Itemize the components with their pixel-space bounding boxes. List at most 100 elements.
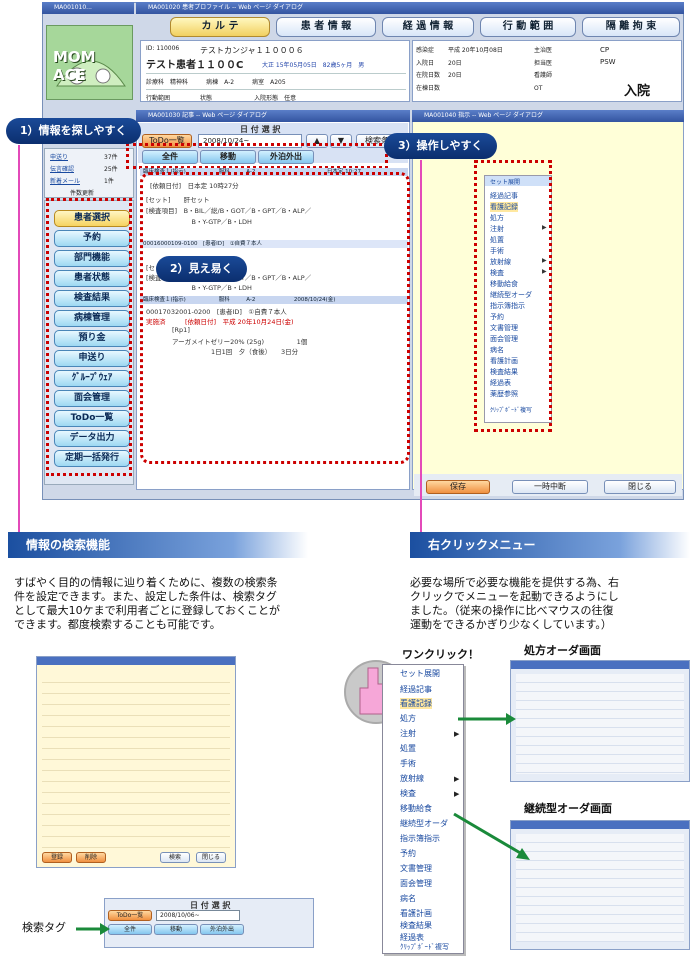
submenu-arrow-icon: ▶ bbox=[454, 775, 460, 783]
search-dialog-search-button[interactable]: 検索 bbox=[160, 852, 190, 863]
tab-karte[interactable]: カ ル テ bbox=[170, 17, 270, 37]
stats-box bbox=[44, 148, 134, 198]
patient-birth: 大正 15年05月05日 82歳5ヶ月 男 bbox=[262, 62, 365, 69]
callout-easy-to-see: 2）見え易く bbox=[156, 256, 247, 282]
ctx-instruction[interactable]: 指示簿指示 bbox=[490, 302, 525, 310]
big-ctx-injection[interactable]: 注射 bbox=[400, 729, 416, 738]
section-rightclick-title: 右クリックメニュー bbox=[410, 532, 690, 558]
big-ctx-visit[interactable]: 面会管理 bbox=[400, 879, 432, 888]
suspend-button[interactable]: 一時中断 bbox=[512, 480, 588, 494]
ctx-prescription[interactable]: 処方 bbox=[490, 214, 504, 222]
big-ctx-radiology[interactable]: 放射線 bbox=[400, 774, 424, 783]
search-dialog-register-button[interactable]: 登録 bbox=[42, 852, 72, 863]
big-ctx-treatment[interactable]: 処置 bbox=[400, 744, 416, 753]
filter-tab-outing[interactable]: 外泊外出 bbox=[258, 150, 314, 164]
ctx-disease[interactable]: 病名 bbox=[490, 346, 504, 354]
ctx-progress[interactable]: 経過記事 bbox=[490, 192, 518, 200]
big-ctx-continuous-order[interactable]: 継続型オーダ bbox=[400, 819, 448, 828]
big-ctx-test-results[interactable]: 検査結果 bbox=[400, 921, 432, 930]
ctx-document[interactable]: 文書管理 bbox=[490, 324, 518, 332]
admission-status: 入院 bbox=[624, 84, 651, 99]
label-admission-type: 入院形態 bbox=[254, 95, 279, 102]
ctx-continuous-order[interactable]: 継続型オーダ bbox=[490, 291, 532, 299]
stat-label-message[interactable]: 伝言確認 bbox=[50, 166, 75, 173]
big-ctx-nursing-plan[interactable]: 看護計画 bbox=[400, 909, 432, 918]
close-button[interactable]: 閉じる bbox=[604, 480, 676, 494]
tab-patient-info[interactable]: 患 者 情 報 bbox=[276, 17, 376, 37]
big-ctx-instruction[interactable]: 指示簿指示 bbox=[400, 834, 440, 843]
rightclick-text-3: ました。（従来の操作に比べマウスの往復 bbox=[410, 604, 614, 617]
logo: MOM ACE bbox=[46, 25, 133, 100]
ctx-reservation[interactable]: 予約 bbox=[490, 313, 504, 321]
label-nurse: 看護師 bbox=[534, 72, 553, 79]
continuous-screen-label: 継続型オーダ画面 bbox=[524, 802, 612, 815]
menu-visit-management[interactable]: 面会管理 bbox=[54, 390, 130, 407]
refresh-count-button[interactable]: 件数更新 bbox=[70, 190, 95, 197]
label-infection: 感染症 bbox=[416, 47, 435, 54]
label-admit-date: 入院日 bbox=[416, 59, 435, 67]
strip-date-input[interactable]: 2008/10/06~ bbox=[156, 910, 240, 921]
big-ctx-prescription[interactable]: 処方 bbox=[400, 714, 416, 723]
big-ctx-nursing[interactable]: 看護記録 bbox=[400, 698, 432, 709]
filter-tab-move[interactable]: 移動 bbox=[200, 150, 256, 164]
ctx-radiology[interactable]: 放射線 bbox=[490, 258, 511, 266]
patient-row-1: 診療科 精神科 病棟 A-2 病室 A205 bbox=[146, 73, 406, 86]
ctx-nursing-plan[interactable]: 看護計画 bbox=[490, 357, 518, 365]
one-click-label: ワンクリック！ bbox=[402, 648, 479, 661]
ctx-treatment[interactable]: 処置 bbox=[490, 236, 504, 244]
ctx-injection[interactable]: 注射 bbox=[490, 225, 504, 233]
menu-reservation[interactable]: 予約 bbox=[54, 230, 130, 247]
big-ctx-meal[interactable]: 移動給食 bbox=[400, 804, 432, 813]
highlight-sidebar bbox=[46, 198, 132, 476]
tab-isolation[interactable]: 隔 離 拘 束 bbox=[582, 17, 680, 37]
tab-activity-range[interactable]: 行 動 範 囲 bbox=[480, 17, 576, 37]
green-arrow-icon bbox=[453, 812, 530, 860]
menu-handover[interactable]: 申送り bbox=[54, 350, 130, 367]
ctx-lab[interactable]: 検査 bbox=[490, 269, 504, 277]
entry-header-3: 臨床検査１(指示) 服科 A-2 2008/10/24(金) bbox=[140, 296, 408, 304]
big-ctx-set-expand[interactable]: セット展開 bbox=[400, 669, 440, 678]
stat-label-handover[interactable]: 申送り bbox=[50, 154, 69, 161]
big-ctx-chart[interactable]: 経過表 bbox=[400, 933, 424, 942]
value-admit-date: 平成 20年10月08日 bbox=[448, 47, 503, 54]
big-ctx-surgery[interactable]: 手術 bbox=[400, 759, 416, 768]
ctx-clipboard-copy[interactable]: ｸﾘｯﾌﾟﾎﾞｰﾄﾞ複写 bbox=[490, 407, 533, 414]
search-text-1: すばやく目的の情報に辿り着くために、複数の検索条 bbox=[14, 576, 278, 589]
menu-todo-list[interactable]: ToDo一覧 bbox=[54, 410, 130, 427]
ctx-chart[interactable]: 経過表 bbox=[490, 379, 511, 387]
ctx-nursing[interactable]: 看護記録 bbox=[490, 202, 518, 212]
ctx-drug-history[interactable]: 薬歴参照 bbox=[490, 390, 518, 398]
big-ctx-progress[interactable]: 経過記事 bbox=[400, 685, 432, 694]
stat-label-mail[interactable]: 新着メール bbox=[50, 178, 81, 185]
strip-tab-all[interactable]: 全件 bbox=[108, 924, 152, 935]
submenu-arrow-icon: ▶ bbox=[542, 268, 547, 275]
big-ctx-clipboard-copy[interactable]: ｸﾘｯﾌﾟﾎﾞｰﾄﾞ複写 bbox=[400, 943, 449, 951]
rightclick-text-2: クリックでメニューを起動できるようにし bbox=[410, 590, 619, 603]
ctx-visit[interactable]: 面会管理 bbox=[490, 335, 518, 343]
ctx-surgery[interactable]: 手術 bbox=[490, 247, 504, 255]
big-ctx-lab[interactable]: 検査 bbox=[400, 789, 416, 798]
menu-patient-status[interactable]: 患者状態 bbox=[54, 270, 130, 287]
ctx-set-expand[interactable]: セット展開 bbox=[490, 179, 521, 186]
search-dialog-close-button[interactable]: 閉じる bbox=[196, 852, 226, 863]
save-button[interactable]: 保存 bbox=[426, 480, 490, 494]
strip-todo-button[interactable]: ToDo一覧 bbox=[108, 910, 152, 921]
patient-id: ID: 110006 bbox=[146, 45, 180, 52]
big-ctx-reservation[interactable]: 予約 bbox=[400, 849, 416, 858]
big-ctx-disease[interactable]: 病名 bbox=[400, 894, 416, 903]
filter-tab-all[interactable]: 全件 bbox=[142, 150, 198, 164]
connector-line-left bbox=[18, 145, 20, 540]
label-attending: 主治医 bbox=[534, 47, 553, 54]
callout-find-easily: 1）情報を探しやすく bbox=[6, 118, 141, 144]
strip-tab-outing[interactable]: 外泊外出 bbox=[200, 924, 244, 935]
ctx-test-results[interactable]: 検査結果 bbox=[490, 368, 518, 376]
strip-tab-move[interactable]: 移動 bbox=[154, 924, 198, 935]
entry-2-line-3: B・Y-GTP／B・LDH bbox=[146, 284, 252, 292]
menu-groupware[interactable]: ｸﾞﾙｰﾌﾟｳｪｱ bbox=[54, 370, 130, 387]
ctx-meal[interactable]: 移動給食 bbox=[490, 280, 518, 288]
search-dialog-delete-button[interactable]: 削除 bbox=[76, 852, 106, 863]
big-ctx-document[interactable]: 文書管理 bbox=[400, 864, 432, 873]
label-dept: 診療科 bbox=[146, 79, 165, 86]
patient-kana: テストカンジャ１１０００６ bbox=[200, 46, 304, 55]
tab-progress-info[interactable]: 経 過 情 報 bbox=[382, 17, 474, 37]
